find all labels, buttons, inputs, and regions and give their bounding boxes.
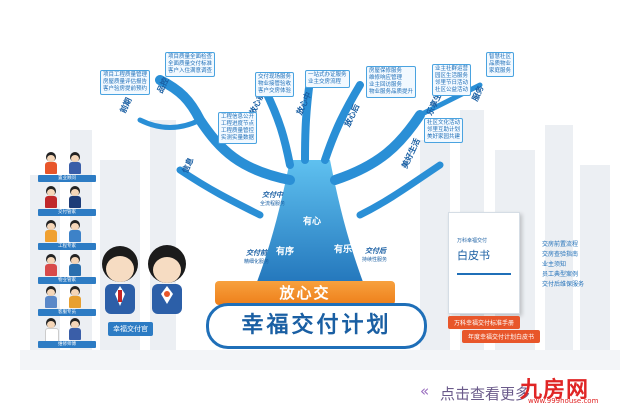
- leaf-line: 客户验房提前预约: [103, 86, 148, 92]
- watermark-brand: 九房网: [520, 378, 590, 403]
- whitepaper-book[interactable]: 万科幸福交付 白皮书: [448, 212, 520, 314]
- leaf-line: 项目工程质量管理: [103, 72, 148, 78]
- character-group: 工程专家: [38, 218, 96, 250]
- stage-sub: 精细化服务: [244, 259, 270, 265]
- leaf-line: 业主社群运营: [435, 66, 469, 72]
- leaf-line: 工程质量管控: [221, 128, 255, 134]
- leaf-line: 智慧社区: [489, 54, 512, 60]
- leaf-group: 房屋保修服务 维修响应管理 业主回访服务 物业服务品质提升: [366, 66, 417, 98]
- leaf-line: 交付现场服务: [258, 74, 292, 80]
- book-title: 白皮书: [457, 249, 490, 262]
- stage-title: 交付前: [246, 249, 267, 257]
- leaf-group: 项目质量全面检查 全面质量交付标准 客户入住满意调查: [165, 52, 216, 77]
- leaf-line: 房屋质量评估报告: [103, 79, 148, 85]
- whitepaper-item: 交付后维保服务: [542, 281, 585, 288]
- view-more-link[interactable]: 点击查看更多: [440, 385, 531, 403]
- whitepaper-item: 业主须知: [542, 261, 567, 268]
- character-group: 客服专员: [38, 284, 96, 316]
- leaf-group: 交付现场服务 物业接管验收 客户交房体验: [255, 72, 295, 97]
- whitepaper-item: 交房前置流程: [542, 241, 579, 248]
- chevron-left-icon: «: [420, 382, 430, 400]
- book-subtitle: 万科幸福交付: [457, 238, 488, 244]
- character-group: 物业管家: [38, 252, 96, 284]
- leaf-group: 项目工程质量管理 房屋质量评估报告 客户验房提前预约: [100, 70, 151, 95]
- character-caption: 维修师傅: [38, 341, 96, 348]
- banner-top: 放心交: [215, 281, 395, 305]
- leaf-line: 社区公益活动: [435, 87, 469, 93]
- plan-title: 幸福交付计划: [206, 303, 427, 349]
- character-caption: 置业顾问: [38, 175, 96, 182]
- leaf-line: 全面质量交付标准: [168, 61, 213, 67]
- leaf-line: 实测实量数据: [221, 135, 255, 141]
- leaf-line: 物业接管验收: [258, 81, 292, 87]
- hub-label-peace: 有心: [303, 217, 322, 227]
- leaf-line: 业主回访服务: [369, 82, 403, 88]
- leaf-group: 一站式办证服务 业主交房流程: [305, 70, 350, 88]
- leaf-line: 邻里互助计划: [427, 127, 461, 133]
- stage-title: 交付中: [262, 191, 283, 199]
- leaf-line: 美好家园共建: [427, 134, 461, 140]
- character-group: 置业顾问: [38, 150, 96, 182]
- character-caption: 交付管家: [38, 209, 96, 216]
- leaf-line: 客户入住满意调查: [168, 68, 213, 74]
- leaf-group: 业主社群运营 园区生活服务 邻里节日活动 社区公益活动: [432, 64, 472, 96]
- stage-sub: 全流程服务: [260, 201, 286, 207]
- leaf-line: 一站式办证服务: [308, 72, 347, 78]
- leaf-group: 社区文化活动 邻里互助计划 美好家园共建: [424, 118, 464, 143]
- stage-sub: 持续性服务: [362, 257, 388, 263]
- whitepaper-item: 交房查验指南: [542, 251, 579, 258]
- character-caption: 物业管家: [38, 277, 96, 284]
- character-group: 交付管家: [38, 184, 96, 216]
- leaf-line: 房屋保修服务: [369, 68, 403, 74]
- character-group: 维修师傅: [38, 316, 96, 348]
- character-caption: 客服专员: [38, 309, 96, 316]
- ribbon-whitepaper: 年度幸福交付计划白皮书: [462, 330, 541, 343]
- leaf-line: 工程进度节点: [221, 121, 255, 127]
- leaf-line: 客户交房体验: [258, 88, 292, 94]
- officer-tag: 幸福交付官: [108, 322, 153, 336]
- leaf-line: 社区文化活动: [427, 120, 461, 126]
- character-caption: 工程专家: [38, 243, 96, 250]
- male-officer: [102, 246, 138, 314]
- leaf-line: 维修响应管理: [369, 75, 403, 81]
- whitepaper-item: 员工典型案例: [542, 271, 579, 278]
- leaf-line: 工程信息公开: [221, 114, 255, 120]
- female-officer: [148, 245, 186, 314]
- leaf-line: 业主交房流程: [308, 79, 342, 85]
- leaf-line: 园区生活服务: [435, 73, 469, 79]
- leaf-line: 品质物业: [489, 61, 512, 67]
- leaf-line: 家庭服务: [489, 68, 512, 74]
- ribbon-standard: 万科幸福交付标准手册: [448, 316, 521, 329]
- leaf-line: 邻里节日活动: [435, 80, 469, 86]
- leaf-line: 项目质量全面检查: [168, 54, 213, 60]
- leaf-group: 工程信息公开 工程进度节点 工程质量管控 实测实量数据: [218, 112, 258, 144]
- officer-mascots: [102, 245, 186, 314]
- leaf-group: 智慧社区 品质物业 家庭服务: [486, 52, 515, 77]
- whitepaper-list: 交房前置流程 交房查验指南 业主须知 员工典型案例 交付后维保服务: [542, 240, 584, 290]
- hub-label-comfort: 有序: [276, 247, 295, 257]
- watermark-url: www.999house.com: [528, 397, 599, 405]
- leaf-line: 物业服务品质提升: [369, 89, 414, 95]
- stage-title: 交付后: [365, 247, 386, 255]
- hub-label-joy: 有乐: [334, 245, 353, 255]
